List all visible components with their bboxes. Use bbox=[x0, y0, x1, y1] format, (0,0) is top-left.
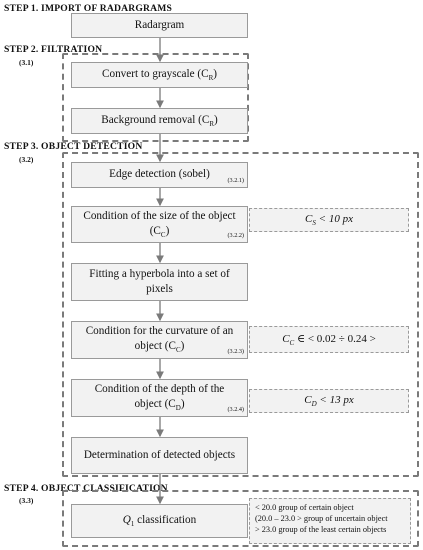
step1-heading: STEP 1. IMPORT OF RADARGRAMS bbox=[4, 3, 173, 14]
step2-heading: STEP 2. FILTRATION bbox=[4, 44, 103, 55]
object-detection-section bbox=[62, 152, 419, 477]
node-edge-detection: Edge detection (sobel) (3.2.1) bbox=[71, 162, 248, 188]
node-curvature-condition: Condition for the curvature of an object… bbox=[71, 321, 248, 359]
node-radargram: Radargram bbox=[71, 13, 248, 38]
ref-3-2-3: (3.2.3) bbox=[227, 347, 245, 355]
node-depth-condition: Condition of the depth of the object (CD… bbox=[71, 379, 248, 417]
step4-heading: STEP 4. OBJECT CLASSIFICATION bbox=[4, 483, 168, 494]
classification-groups: < 20.0 group of certain object (20.0 – 2… bbox=[249, 498, 411, 544]
ref-3-2-4: (3.2.4) bbox=[227, 405, 245, 413]
node-fitting-hyperbola: Fitting a hyperbola into a set of pixels bbox=[71, 263, 248, 301]
classification-section bbox=[62, 490, 419, 547]
node-convert-grayscale: Convert to grayscale (CR) bbox=[71, 62, 248, 88]
ref-3-2-2: (3.2.2) bbox=[227, 231, 245, 239]
node-determination: Determination of detected objects bbox=[71, 437, 248, 474]
node-size-condition: Condition of the size of the object (CC)… bbox=[71, 206, 248, 243]
condition-size: CS < 10 px bbox=[249, 208, 409, 232]
condition-depth: CD < 13 px bbox=[249, 389, 409, 413]
group-uncertain: (20.0 – 23.0 > group of uncertain object bbox=[255, 514, 388, 523]
node-background-removal: Background removal (CR) bbox=[71, 108, 248, 134]
step3-heading: STEP 3. OBJECT DETECTION bbox=[4, 141, 143, 152]
section-ref-3-3: (3.3) bbox=[19, 496, 34, 505]
ref-3-2-1: (3.2.1) bbox=[227, 176, 245, 184]
section-ref-3-2: (3.2) bbox=[19, 155, 34, 164]
group-least-certain: > 23.0 group of the least certain object… bbox=[255, 525, 387, 534]
condition-curvature: CC ∈ < 0.02 ÷ 0.24 > bbox=[249, 326, 409, 353]
section-ref-3-1: (3.1) bbox=[19, 58, 34, 67]
filtration-section bbox=[62, 53, 249, 142]
node-q1-classification: Q1 classification bbox=[71, 504, 248, 538]
group-certain: < 20.0 group of certain object bbox=[255, 503, 354, 512]
